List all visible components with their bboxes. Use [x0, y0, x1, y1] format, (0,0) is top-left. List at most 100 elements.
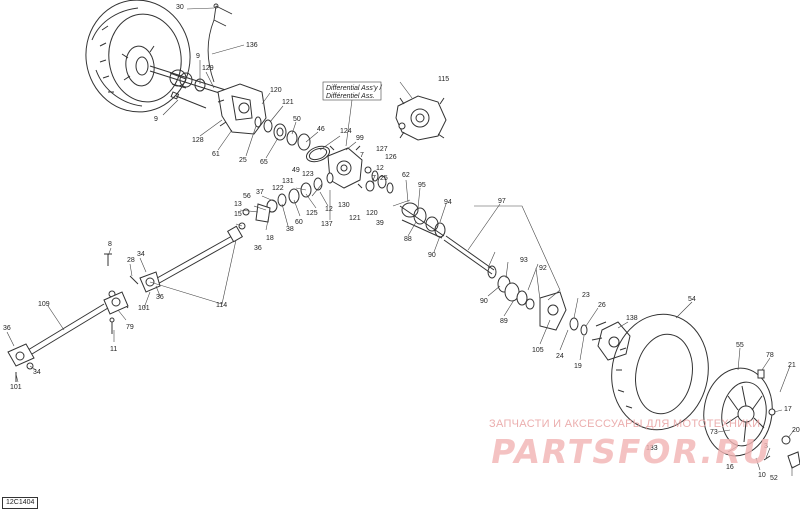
part-label: 15 — [234, 211, 242, 218]
diagram-code: 12C1404 — [2, 497, 39, 509]
part-label: 52 — [770, 475, 778, 482]
o-ring-124 — [305, 145, 331, 163]
part-label: 46 — [317, 126, 325, 133]
part-label: 128 — [192, 137, 204, 144]
note-line-2: Différentiel Ass. — [326, 93, 375, 100]
part-label: 20 — [792, 427, 800, 434]
part-label: 39 — [376, 220, 384, 227]
part-label: 101 — [138, 305, 150, 312]
part-label: 126 — [385, 154, 397, 161]
part-label: 90 — [480, 298, 488, 305]
part-label: 93 — [520, 257, 528, 264]
part-label: 36 — [3, 325, 11, 332]
steering-knuckle — [539, 291, 588, 336]
part-label: 21 — [788, 362, 796, 369]
seal-bearing-stack — [254, 116, 311, 151]
part-label: 133 — [646, 445, 658, 452]
watermark-logo: PARTSFOR.RU — [487, 432, 775, 471]
brake-cable — [207, 3, 233, 83]
part-label: 60 — [295, 219, 303, 226]
part-label: 127 — [376, 146, 388, 153]
part-label: 131 — [282, 178, 294, 185]
u-joint-lower — [7, 343, 35, 382]
part-label: 56 — [243, 193, 251, 200]
part-label: 101 — [10, 384, 22, 391]
part-label: 38 — [286, 226, 294, 233]
part-label: 18 — [266, 235, 274, 242]
cv-boot — [497, 275, 535, 310]
part-label: 55 — [736, 342, 744, 349]
part-number-labels: 30 136 9 129 9 128 61 25 120 121 65 50 4… — [3, 4, 800, 482]
front-prop-shaft — [149, 225, 244, 287]
part-label: 88 — [404, 236, 412, 243]
right-drive-shaft — [399, 202, 497, 279]
note-leader — [345, 99, 353, 147]
part-label: 73 — [710, 429, 718, 436]
differential-housing — [327, 145, 363, 189]
part-label: 137 — [321, 221, 333, 228]
part-label: 95 — [418, 182, 426, 189]
part-label: 61 — [212, 151, 220, 158]
part-label: 24 — [556, 353, 564, 360]
part-label: 136 — [246, 42, 258, 49]
part-label: 90 — [428, 252, 436, 259]
part-label: 25 — [380, 175, 388, 182]
part-label: 30 — [176, 4, 184, 11]
wheel-hub — [591, 321, 631, 361]
yoke-56 — [238, 203, 271, 230]
part-label: 19 — [574, 363, 582, 370]
part-label: 7 — [360, 152, 364, 159]
bracket-114 — [149, 239, 237, 305]
part-label: 3 — [764, 443, 768, 450]
part-label: 79 — [126, 324, 134, 331]
part-label: 54 — [688, 296, 696, 303]
part-label: 65 — [260, 159, 268, 166]
part-label: 50 — [293, 116, 301, 123]
part-label: 11 — [110, 346, 117, 353]
part-label: 62 — [402, 172, 410, 179]
part-label: 130 — [338, 202, 350, 209]
part-label: 34 — [33, 369, 41, 376]
part-label: 23 — [582, 292, 590, 299]
part-label: 9 — [196, 53, 200, 60]
part-label: 49 — [292, 167, 300, 174]
rear-right-tire — [611, 313, 709, 431]
part-label: 17 — [784, 406, 792, 413]
part-label: 109 — [38, 301, 50, 308]
part-label: 120 — [366, 210, 378, 217]
part-label: 92 — [539, 265, 547, 272]
part-label: 36 — [156, 294, 164, 301]
bracket-97 — [474, 205, 561, 301]
differential-assembly-115 — [395, 95, 447, 141]
leader-lines — [6, 7, 795, 476]
part-label: 138 — [626, 315, 638, 322]
part-label: 34 — [137, 251, 145, 258]
part-label: 121 — [282, 99, 294, 106]
part-label: 78 — [766, 352, 774, 359]
part-label: 36 — [254, 245, 262, 252]
part-label: 12 — [376, 165, 384, 172]
part-label: 122 — [272, 185, 284, 192]
part-label: 99 — [356, 135, 364, 142]
part-label: 129 — [202, 65, 214, 72]
part-label: 8 — [108, 241, 112, 248]
part-label: 26 — [598, 302, 606, 309]
front-left-wheel — [85, 0, 191, 113]
part-label: 123 — [302, 171, 314, 178]
part-label: 115 — [438, 76, 449, 83]
note-line-1: Differential Ass'y / — [326, 85, 383, 92]
watermark-tagline: ЗАПЧАСТИ И АКСЕССУАРЫ ДЛЯ МОТОТЕХНИКИ — [489, 418, 761, 430]
u-joint-79 — [103, 291, 129, 334]
part-label: 97 — [498, 198, 506, 205]
part-label: 121 — [349, 215, 361, 222]
diff-side-parts — [364, 166, 394, 194]
part-label: 124 — [340, 128, 352, 135]
part-label: 13 — [234, 201, 242, 208]
part-label: 28 — [127, 257, 135, 264]
part-label: 120 — [270, 87, 282, 94]
part-label: 25 — [239, 157, 247, 164]
part-label: 105 — [532, 347, 544, 354]
part-label: 125 — [306, 210, 318, 217]
wheel-rim — [703, 367, 773, 457]
differential-note: Differential Ass'y / Différentiel Ass. — [322, 81, 383, 101]
